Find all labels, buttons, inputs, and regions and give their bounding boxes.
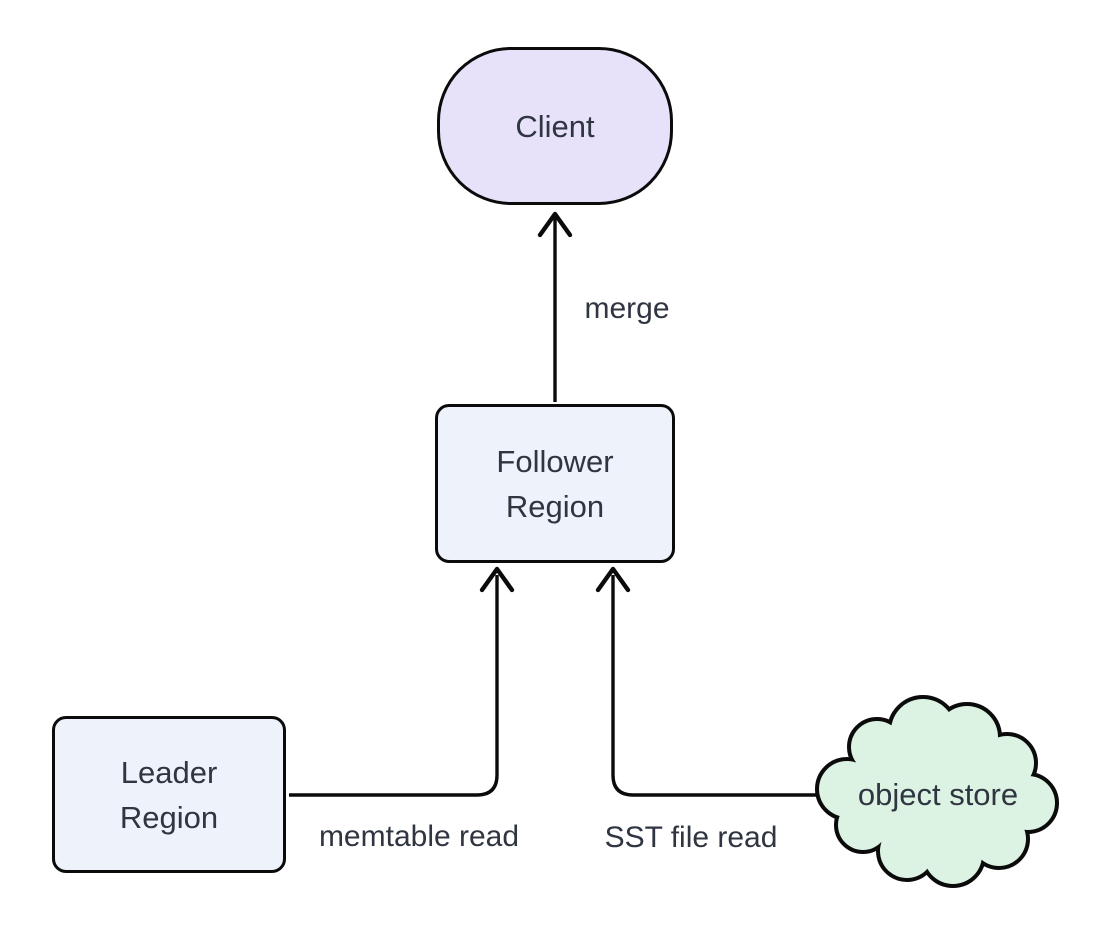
edge-merge-arrowhead: [537, 211, 573, 238]
node-client: Client: [437, 47, 673, 205]
node-object-store: object store: [815, 691, 1061, 899]
edge-sst-file-read-label: SST file read: [600, 821, 782, 855]
cloud-icon: [815, 695, 1059, 888]
edge-memtable-read-arrowhead: [479, 566, 515, 593]
node-object-store-label: object store: [857, 777, 1019, 812]
edge-sst-file-read-arrowhead: [595, 566, 631, 593]
edge-sst-file-read-line: [611, 575, 817, 797]
edge-memtable-read-label: memtable read: [314, 820, 524, 854]
node-client-label: Client: [515, 108, 595, 144]
node-follower-region-label: Follower Region: [496, 443, 614, 524]
node-leader-region: Leader Region: [52, 716, 286, 873]
cloud-fill: [819, 699, 1055, 884]
edge-merge-label: merge: [580, 292, 674, 326]
edge-memtable-read-line: [289, 575, 499, 797]
node-follower-region: Follower Region: [435, 404, 675, 563]
node-leader-region-label: Leader Region: [119, 754, 219, 835]
